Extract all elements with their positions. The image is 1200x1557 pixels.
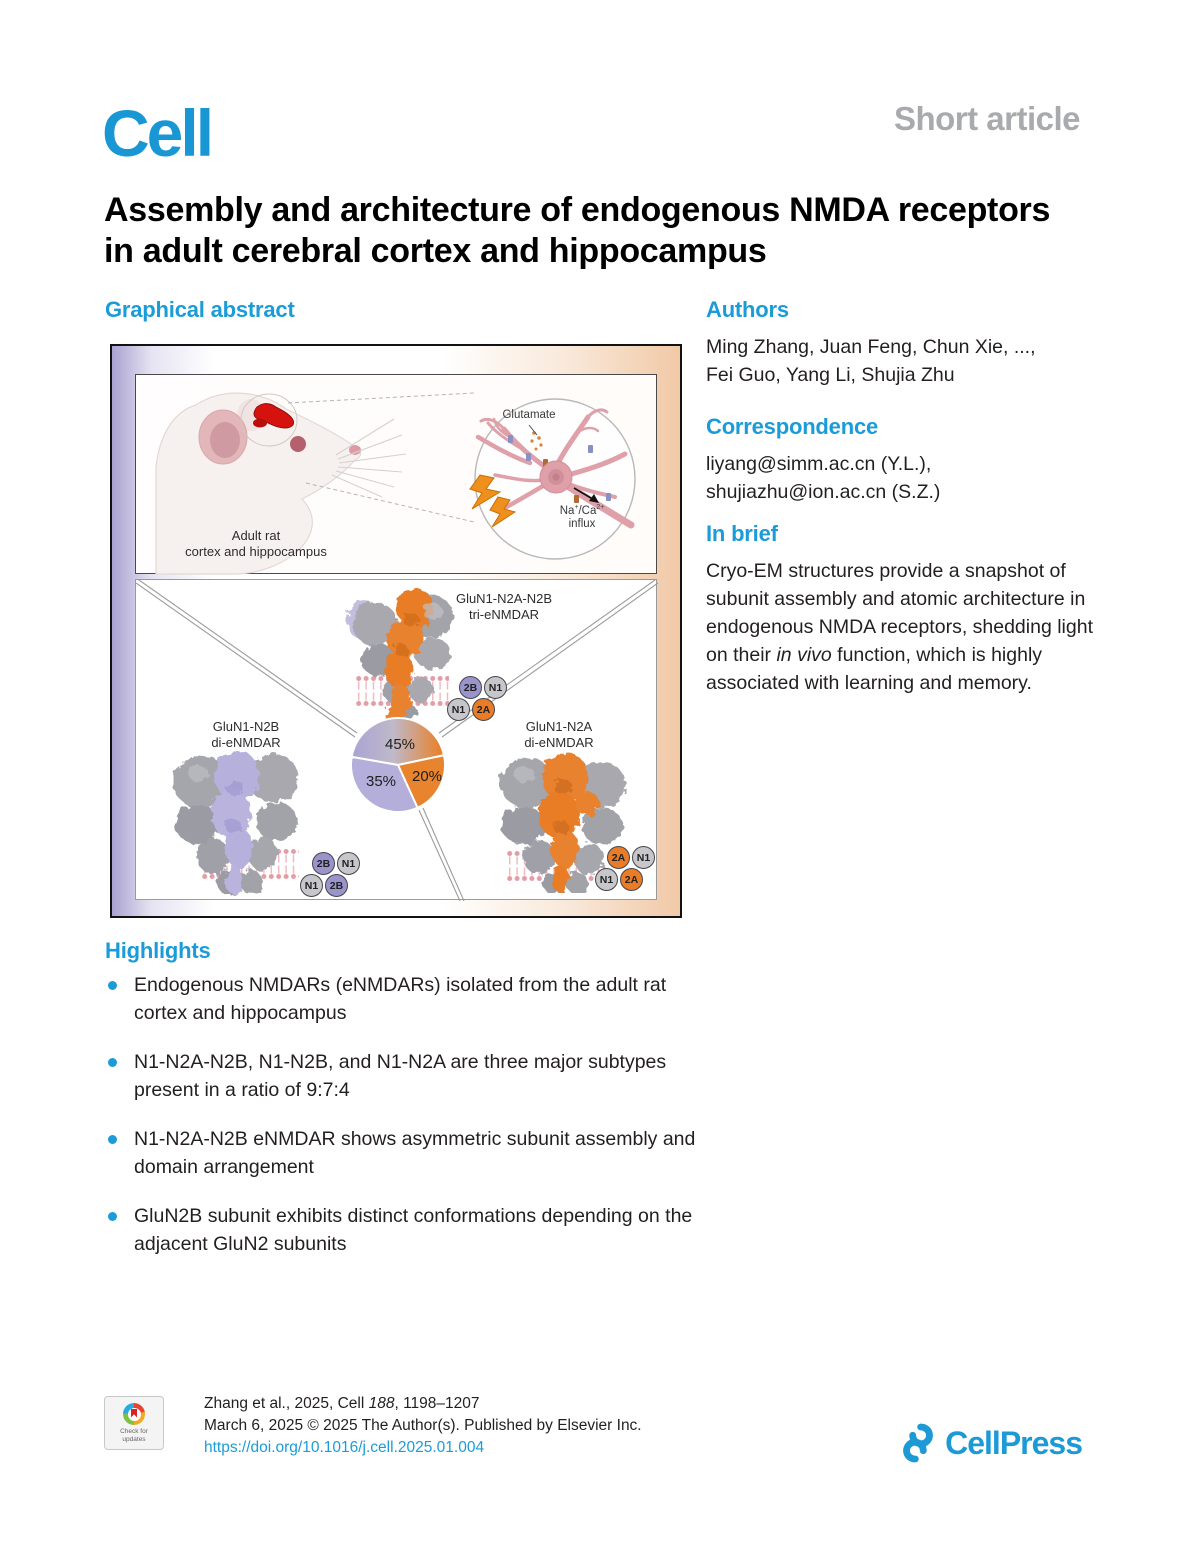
- bullet-dot-icon: [108, 1135, 117, 1144]
- check-updates-ring-icon: [123, 1403, 145, 1425]
- lightning-bolt-icon: [469, 474, 517, 528]
- receptor-icons: [508, 435, 611, 503]
- di-n2b-structure: [173, 750, 299, 895]
- highlights-heading: Highlights: [105, 938, 211, 963]
- in-brief-text: Cryo-EM structures provide a snapshot of…: [706, 560, 1093, 694]
- rat-illustration: [155, 392, 407, 575]
- bullet-dot-icon: [108, 1212, 117, 1221]
- ga-bottom-panel: 45% 35% 20% GluN1-N2A-N2B tri-eNMDAR Glu…: [135, 579, 658, 901]
- subunit-chip-2a: 2A: [472, 698, 495, 721]
- subunit-chip-2b: 2B: [325, 874, 348, 897]
- subunit-chip-n1: N1: [632, 846, 655, 869]
- di-n2b-label: GluN1-N2B di-eNMDAR: [211, 719, 281, 750]
- citation-line: Zhang et al., 2025, Cell 188, 1198–1207: [204, 1395, 480, 1412]
- citation-block: Zhang et al., 2025, Cell 188, 1198–1207 …: [204, 1393, 642, 1459]
- di-n2a-label: GluN1-N2A di-eNMDAR: [524, 719, 594, 750]
- di-n2a-structure: [500, 752, 626, 893]
- publication-line: March 6, 2025 © 2025 The Author(s). Publ…: [204, 1417, 642, 1434]
- highlight-item: GluN2B subunit exhibits distinct conform…: [104, 1203, 724, 1258]
- cellpress-glyph-icon: [903, 1423, 934, 1463]
- authors-heading: Authors: [706, 297, 789, 322]
- neuron-inset-illustration: [469, 398, 636, 560]
- axon: [565, 483, 635, 529]
- pie-chart: [350, 717, 446, 813]
- highlight-item: Endogenous NMDARs (eNMDARs) isolated fro…: [104, 972, 724, 1027]
- pie-slice-35: [350, 755, 419, 813]
- ga-top-panel: Adult rat cortex and hippocampus Glutama…: [135, 374, 657, 575]
- doi-link[interactable]: https://doi.org/10.1016/j.cell.2025.01.0…: [204, 1439, 485, 1456]
- volume-italic: 188: [368, 1395, 395, 1412]
- paper-title: Assembly and architecture of endogenous …: [104, 191, 1051, 270]
- graphical-abstract-figure: Adult rat cortex and hippocampus Glutama…: [110, 344, 682, 918]
- zoom-dashed-lines: [287, 392, 475, 523]
- ion-influx-label: Na+/Ca2+ influx: [559, 504, 605, 531]
- tri-enmdar-label: GluN1-N2A-N2B tri-eNMDAR: [455, 591, 553, 622]
- check-updates-badge[interactable]: Check for updates: [104, 1396, 164, 1450]
- subunit-chip-2a: 2A: [607, 846, 630, 869]
- bookmark-icon: [131, 1408, 137, 1418]
- glutamate-pointer-line: [528, 424, 538, 436]
- presynaptic-terminal: [475, 421, 533, 466]
- pie-slice-20: [397, 754, 446, 809]
- in-vivo-italic: in vivo: [776, 644, 832, 666]
- article-type-label: Short article: [893, 100, 1081, 137]
- bullet-dot-icon: [108, 1058, 117, 1067]
- subunit-chip-n1: N1: [337, 852, 360, 875]
- rat-nose: [349, 445, 361, 455]
- pie-slice-45: [350, 717, 445, 766]
- subunit-chip-n1: N1: [595, 868, 618, 891]
- pie-20-label: 20%: [411, 768, 443, 785]
- highlight-item: N1-N2A-N2B, N1-N2B, and N1-N2A are three…: [104, 1049, 724, 1104]
- highlights-list: Endogenous NMDARs (eNMDARs) isolated fro…: [104, 972, 704, 1280]
- rat-caption: Adult rat cortex and hippocampus: [185, 528, 327, 559]
- subunit-chip-n1: N1: [300, 874, 323, 897]
- bullet-dot-icon: [108, 981, 117, 990]
- cellpress-wordmark: CellPress: [945, 1424, 1083, 1461]
- cellpress-logo: CellPress: [897, 1422, 1083, 1464]
- subunit-chip-2b: 2B: [312, 852, 335, 875]
- influx-arrow: [573, 487, 599, 503]
- check-updates-text: Check for updates: [120, 1428, 148, 1443]
- subunit-chip-2a: 2A: [620, 868, 643, 891]
- graphical-abstract-heading: Graphical abstract: [105, 297, 295, 322]
- glutamate-label: Glutamate: [502, 409, 556, 421]
- pie-45-label: 45%: [384, 736, 416, 753]
- rat-eye: [290, 436, 306, 452]
- highlight-item: N1-N2A-N2B eNMDAR shows asymmetric subun…: [104, 1126, 724, 1181]
- subunit-chip-2b: 2B: [459, 676, 482, 699]
- cell-journal-logo: Cell: [102, 96, 214, 170]
- tri-enmdar-structure: [347, 588, 453, 719]
- authors-text: Ming Zhang, Juan Feng, Chun Xie, ..., Fe…: [706, 336, 1036, 386]
- hippocampus-highlight: [253, 418, 267, 428]
- in-brief-heading: In brief: [706, 521, 778, 546]
- subunit-chip-n1: N1: [484, 676, 507, 699]
- subunit-chip-n1: N1: [447, 698, 470, 721]
- rat-whiskers: [331, 418, 407, 498]
- rat-and-neuron-illustration: [155, 392, 636, 575]
- correspondence-text: liyang@simm.ac.cn (Y.L.), shujiazhu@ion.…: [706, 453, 941, 503]
- pie-35-label: 35%: [365, 773, 397, 790]
- correspondence-heading: Correspondence: [706, 414, 879, 439]
